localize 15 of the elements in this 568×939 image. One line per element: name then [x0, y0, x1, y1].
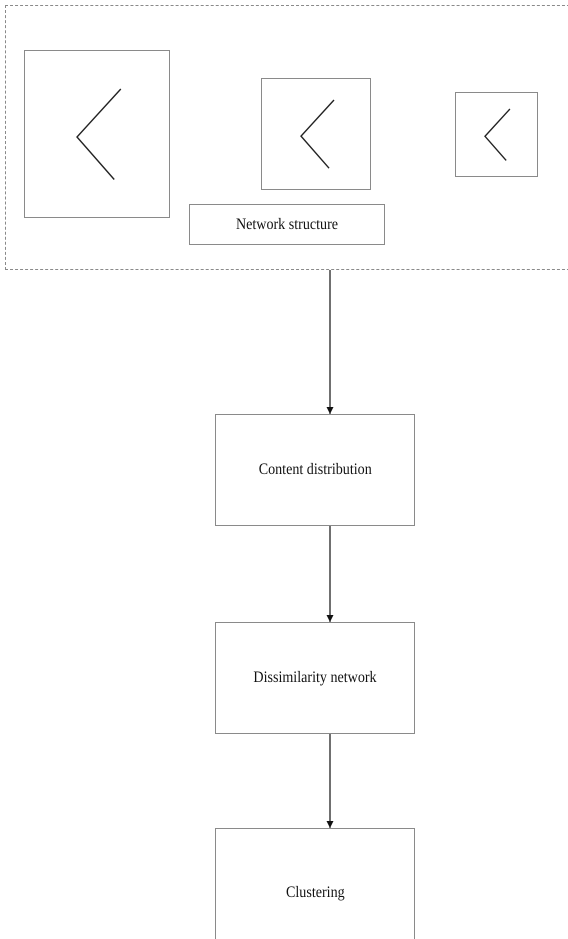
process-box [215, 828, 415, 939]
node-label: Content distribution [258, 461, 372, 479]
process-box [215, 414, 415, 526]
node-label: Dissimilarity network [253, 669, 377, 687]
image-frame [261, 78, 371, 190]
arrow [326, 270, 334, 414]
arrow [326, 734, 334, 828]
process-box [215, 622, 415, 734]
group-panel [5, 5, 568, 270]
node-label: Network structure [236, 216, 338, 234]
arrow [326, 526, 334, 622]
process-box [189, 204, 385, 245]
node-label: Clustering [286, 884, 344, 902]
image-frame [455, 92, 538, 177]
image-frame [24, 50, 170, 218]
